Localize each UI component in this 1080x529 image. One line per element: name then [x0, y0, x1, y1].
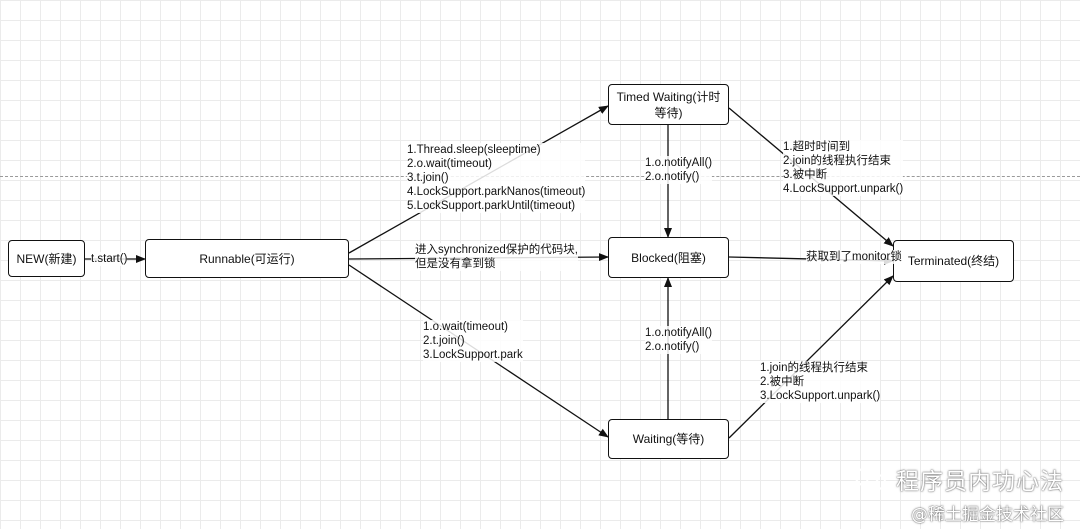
- label-line: 3.t.join(): [407, 172, 449, 184]
- label-new-runnable: t.start(): [91, 252, 128, 266]
- label-blocked-terminated: 获取到了monitor锁: [806, 250, 902, 264]
- wechat-icon: [855, 467, 886, 491]
- label-line: 1.o.wait(timeout): [423, 321, 509, 333]
- label-line: 3.LockSupport.park: [423, 349, 523, 361]
- state-waiting: Waiting(等待): [608, 419, 729, 459]
- label-line: 1.Thread.sleep(sleeptime): [407, 144, 541, 156]
- watermark-subtitle: @稀土掘金技术社区: [911, 505, 1064, 525]
- label-line: 2.t.join(): [423, 335, 465, 347]
- label-line: 3.LockSupport.unpark(): [760, 390, 881, 402]
- edge-waiting-terminated: [728, 275, 894, 439]
- label-runnable-blocked: 进入synchronized保护的代码块, 但是没有拿到锁: [415, 243, 578, 271]
- state-runnable: Runnable(可运行): [145, 239, 349, 278]
- label-line: 5.LockSupport.parkUntil(timeout): [407, 200, 576, 212]
- label-line: t.start(): [91, 253, 128, 265]
- label-waiting-terminated: 1.join的线程执行结束 2.被中断 3.LockSupport.unpark…: [760, 361, 881, 403]
- label-line: 2.o.wait(timeout): [407, 158, 493, 170]
- label-line: 2.o.notify(): [645, 341, 700, 353]
- label-line: 1.join的线程执行结束: [760, 362, 868, 374]
- label-line: 但是没有拿到锁: [415, 258, 496, 270]
- label-line: 1.o.notifyAll(): [645, 157, 713, 169]
- label-line: 1.o.notifyAll(): [645, 327, 713, 339]
- label-runnable-timed-waiting: 1.Thread.sleep(sleeptime) 2.o.wait(timeo…: [407, 143, 586, 213]
- label-timed-waiting-terminated: 1.超时时间到 2.join的线程执行结束 3.被中断 4.LockSuppor…: [783, 140, 904, 196]
- state-terminated: Terminated(终结): [893, 240, 1014, 282]
- label-line: 2.o.notify(): [645, 171, 700, 183]
- label-line: 4.LockSupport.parkNanos(timeout): [407, 186, 586, 198]
- label-line: 2.被中断: [760, 376, 805, 388]
- label-line: 3.被中断: [783, 169, 828, 181]
- label-line: 4.LockSupport.unpark(): [783, 183, 904, 195]
- label-timed-waiting-blocked: 1.o.notifyAll() 2.o.notify(): [645, 156, 713, 184]
- label-line: 进入synchronized保护的代码块,: [415, 244, 578, 256]
- state-blocked: Blocked(阻塞): [608, 237, 729, 278]
- state-new: NEW(新建): [8, 240, 85, 277]
- label-line: 获取到了monitor锁: [806, 251, 902, 263]
- watermark: 程序员内功心法 @稀土掘金技术社区: [854, 462, 1064, 525]
- label-runnable-waiting: 1.o.wait(timeout) 2.t.join() 3.LockSuppo…: [423, 320, 523, 362]
- label-line: 1.超时时间到: [783, 141, 851, 153]
- watermark-title: 程序员内功心法: [896, 469, 1064, 495]
- label-waiting-blocked: 1.o.notifyAll() 2.o.notify(): [645, 326, 713, 354]
- label-line: 2.join的线程执行结束: [783, 155, 891, 167]
- state-timed-waiting: Timed Waiting(计时等待): [608, 84, 729, 125]
